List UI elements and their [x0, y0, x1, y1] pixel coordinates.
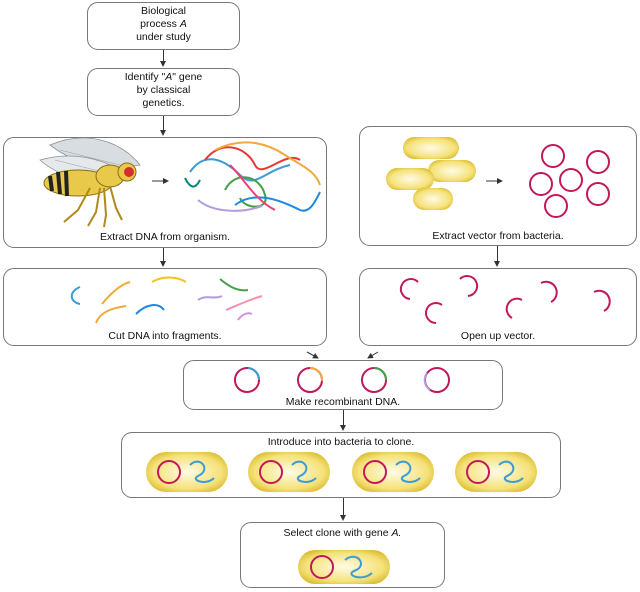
step-extract-vector-label: Extract vector from bacteria.	[432, 230, 564, 242]
bacterium-clone-icon	[146, 452, 537, 492]
merge-arrow	[306, 351, 319, 359]
step-extract-dna-label: Extract DNA from organism.	[99, 231, 231, 243]
step-introduce-label: Introduce into bacteria to clone.	[267, 436, 415, 448]
connector-arrow	[343, 410, 344, 426]
bacterium-icon	[386, 137, 476, 210]
fruit-fly-icon	[39, 137, 141, 228]
step-cut-dna-label: Cut DNA into fragments.	[108, 330, 222, 342]
selected-clone-icon	[298, 550, 390, 584]
step-cut-dna-box	[3, 268, 327, 346]
dna-strands-icon	[184, 141, 321, 212]
dna-fragments-icon	[70, 276, 263, 324]
step-process-label: Biological process A under study	[136, 5, 191, 43]
step-identify-label: Identify "A" gene by classical genetics.	[124, 71, 203, 109]
arrowhead	[340, 515, 346, 521]
connector-arrow	[163, 116, 164, 131]
step-open-vector-label: Open up vector.	[460, 330, 536, 342]
merge-arrow	[367, 351, 379, 359]
plasmid-icon	[529, 144, 610, 218]
arrowhead	[340, 425, 346, 431]
connector-arrow	[163, 248, 164, 262]
step-select-label: Select clone with gene A.	[283, 527, 402, 539]
connector-arrow	[343, 498, 344, 516]
step-process-box	[87, 2, 240, 50]
arrowhead	[494, 261, 500, 267]
recombinant-plasmid-icon	[234, 366, 450, 393]
step-recombinant-label: Make recombinant DNA.	[285, 396, 401, 408]
arrowhead	[160, 261, 166, 267]
connector-arrow	[163, 50, 164, 62]
step-identify-box	[87, 68, 240, 116]
opened-plasmid-icon	[399, 275, 611, 324]
connector-arrow	[497, 246, 498, 262]
arrowhead	[160, 130, 166, 136]
arrowhead	[160, 61, 166, 67]
